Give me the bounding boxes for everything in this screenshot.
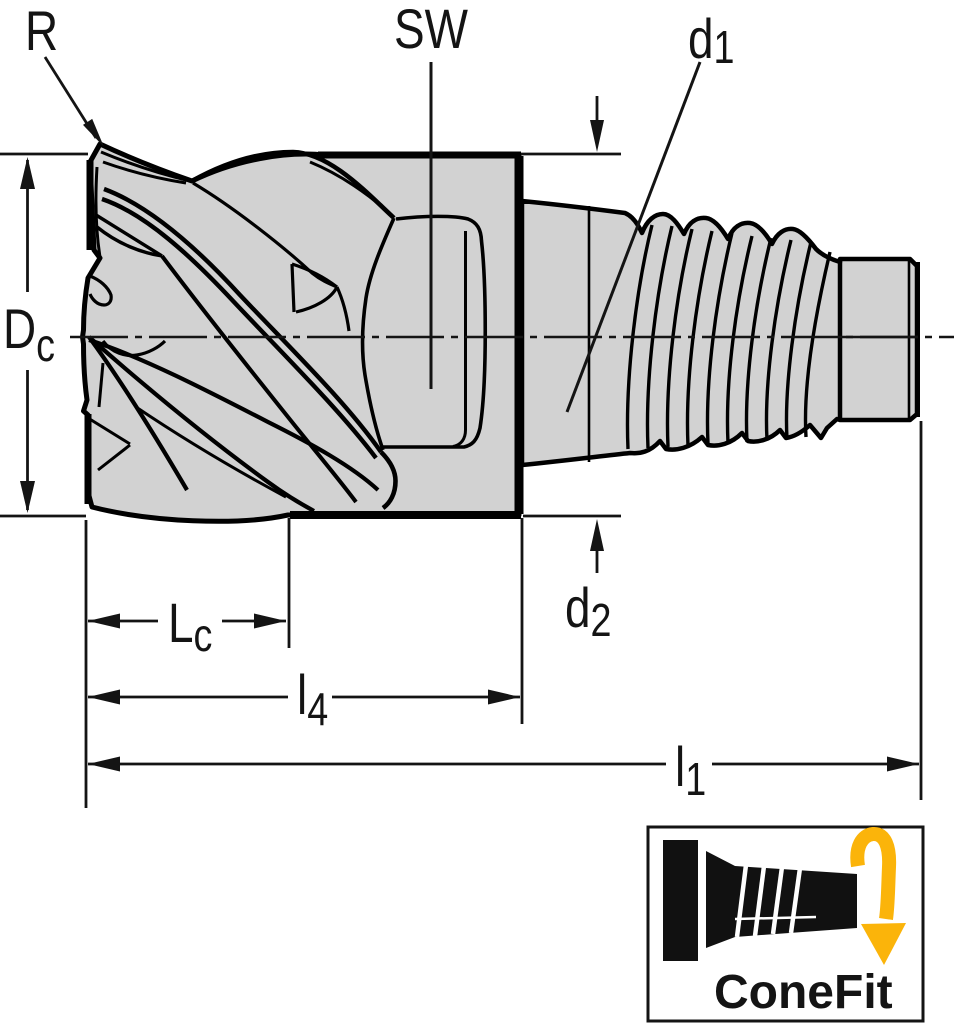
- svg-text:Lc: Lc: [168, 592, 212, 661]
- svg-text:l1: l1: [675, 736, 706, 805]
- svg-text:l4: l4: [297, 664, 328, 735]
- svg-text:SW: SW: [394, 0, 469, 60]
- svg-text:d2: d2: [565, 577, 612, 646]
- svg-text:R: R: [25, 0, 58, 62]
- svg-text:d1: d1: [688, 8, 735, 73]
- svg-text:Dc: Dc: [3, 298, 55, 371]
- svg-text:ConeFit: ConeFit: [714, 966, 893, 1019]
